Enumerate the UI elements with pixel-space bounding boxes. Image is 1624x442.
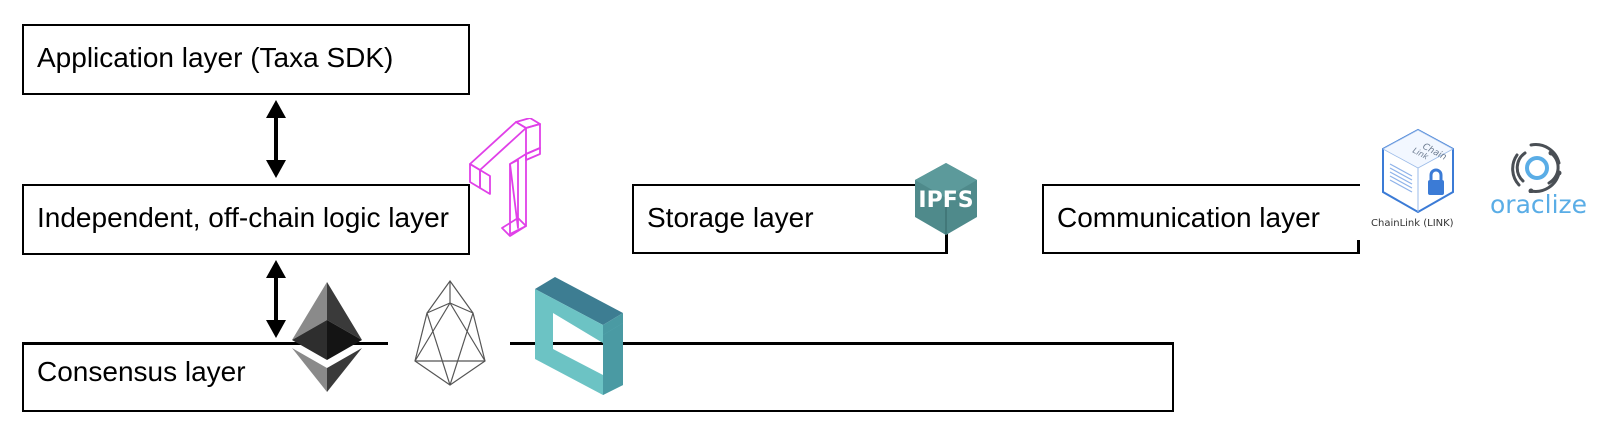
- chainlink-caption: ChainLink (LINK): [1371, 218, 1454, 229]
- storage-layer-label: Storage layer: [647, 202, 814, 233]
- communication-layer-label: Communication layer: [1057, 202, 1320, 233]
- eos-logo-icon: [414, 279, 486, 386]
- communication-layer-box-right-edge: [1357, 240, 1360, 254]
- bidirectional-arrow-icon: [266, 100, 286, 178]
- oraclize-logo-icon: [1511, 143, 1562, 193]
- ipfs-logo-text: IPFS: [918, 188, 973, 213]
- taxa-logo-icon: [469, 118, 541, 237]
- bidirectional-arrow-icon: [266, 260, 286, 338]
- logic-layer-label: Independent, off-chain logic layer: [37, 202, 449, 233]
- ethereum-logo-icon: [292, 282, 362, 392]
- logic-layer-box: Independent, off-chain logic layer: [22, 184, 470, 255]
- oraclize-logo-text: oraclize: [1490, 190, 1588, 219]
- ipfs-logo-icon: IPFS: [915, 163, 977, 235]
- consensus-layer-box: Consensus layer: [22, 342, 1174, 412]
- chainlink-logo-icon: Chain Link: [1382, 128, 1454, 214]
- zilliqa-logo-icon: [535, 277, 623, 395]
- application-layer-box: Application layer (Taxa SDK): [22, 24, 470, 95]
- consensus-layer-label: Consensus layer: [37, 356, 246, 387]
- consensus-layer-top-border-left: [22, 342, 388, 345]
- communication-layer-box: Communication layer: [1042, 184, 1360, 254]
- storage-layer-box-right-edge: [945, 234, 948, 254]
- consensus-layer-top-border-right: [510, 342, 1174, 345]
- storage-layer-box: Storage layer: [632, 184, 948, 254]
- application-layer-label: Application layer (Taxa SDK): [37, 42, 394, 73]
